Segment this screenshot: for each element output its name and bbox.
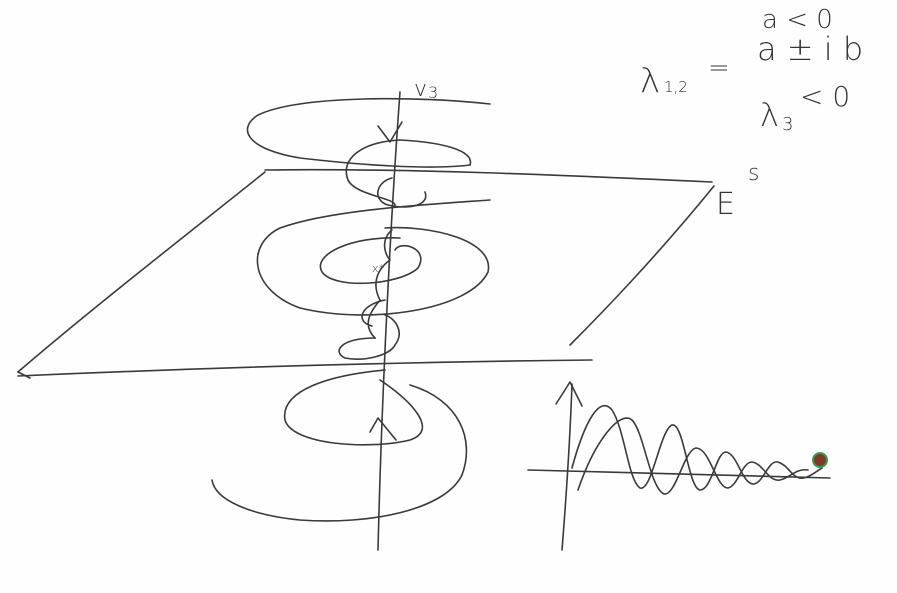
pen-cursor — [812, 452, 828, 468]
stable-manifold-label: E — [716, 187, 735, 222]
lambda12-subscript: 1,2 — [664, 78, 688, 96]
lambda3-symbol: λ — [760, 96, 779, 134]
time-series-plot — [527, 381, 831, 551]
fixed-point-label: x* — [372, 262, 385, 275]
lambda3-subscript: 3 — [782, 114, 793, 135]
a-condition-label: a < 0 — [762, 5, 833, 35]
arrow-up-icon — [369, 417, 397, 441]
complex-eigenvalue-label: a ± i b — [757, 30, 863, 68]
arrow-down-icon — [377, 121, 403, 143]
lambda3-condition: < 0 — [800, 80, 850, 113]
eigenvector-subscript: 3 — [428, 83, 438, 102]
eigenvector-label: v — [414, 77, 427, 102]
equals-sign: = — [708, 53, 730, 83]
plot-y-axis — [561, 383, 573, 551]
stable-manifold-superscript: s — [748, 161, 759, 186]
damped-oscillation-2 — [577, 417, 809, 495]
arrow-up-icon — [555, 381, 583, 407]
lambda12-symbol: λ — [640, 61, 660, 101]
spiral-trajectory — [211, 97, 491, 522]
stable-plane — [17, 168, 715, 379]
damped-oscillation-1 — [571, 404, 823, 491]
v3-axis — [369, 91, 403, 551]
